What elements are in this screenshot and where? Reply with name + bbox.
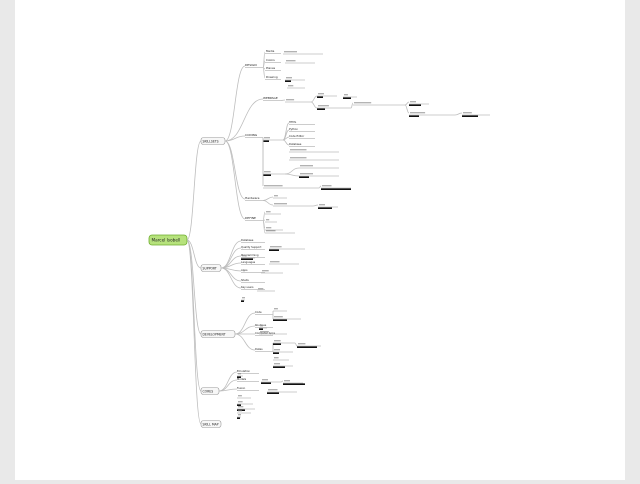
connector — [312, 204, 319, 207]
connector — [262, 220, 266, 234]
leaf-label: Shells — [241, 278, 249, 282]
connector — [234, 325, 256, 335]
branch-node-label: SUPPORT — [203, 266, 217, 270]
connector — [310, 101, 318, 109]
subtopic-label: CODING — [245, 133, 258, 137]
connector — [350, 102, 354, 109]
connector — [186, 239, 202, 392]
branch-node[interactable] — [200, 420, 222, 428]
connector — [280, 99, 286, 101]
leaf-label: Key users — [241, 285, 254, 289]
connector — [454, 112, 463, 116]
leaf-label: Media — [266, 49, 275, 53]
connector — [186, 140, 202, 241]
leaf-label: Python — [289, 127, 298, 131]
leaf-label: Fusion — [237, 386, 246, 390]
leaf-label: Code Editor — [289, 134, 305, 138]
subtopic-label: DESIGN — [245, 63, 257, 67]
leaf-label: Dates — [255, 347, 263, 351]
leaf-label: Routines — [255, 323, 267, 327]
connector — [220, 267, 242, 289]
connector — [262, 196, 274, 201]
subtopic-label: Hardware — [245, 196, 260, 200]
branch-node-label: DEVELOPMENT — [203, 332, 226, 336]
leaf-label: Computer Apps — [255, 331, 276, 335]
leaf-label: Languages — [241, 260, 256, 264]
connector — [186, 239, 202, 335]
connector — [220, 247, 242, 269]
leaf-label: Colors — [266, 58, 275, 62]
leaf-label: Quality Support — [241, 245, 261, 249]
connector — [234, 333, 256, 351]
connector — [282, 139, 290, 146]
connector — [218, 371, 238, 392]
subtopic-label: WEBPAGE — [263, 96, 278, 100]
branch-node-label: SKILL MAP — [203, 422, 219, 426]
leaf-label: Programming — [241, 253, 259, 257]
leaf-label: Database — [289, 142, 302, 146]
connector — [234, 312, 256, 335]
connector — [224, 140, 246, 200]
leaf-label: Apps — [241, 268, 248, 272]
leaf-label: HTML — [289, 120, 297, 124]
connector — [224, 140, 246, 220]
connector — [294, 342, 298, 347]
connector — [262, 200, 274, 206]
leaf-label: Emulation — [237, 369, 250, 373]
leaf-label: Models — [237, 377, 247, 381]
connector — [224, 98, 264, 142]
leaf-label: Drawing — [266, 75, 278, 79]
connector — [220, 240, 242, 269]
branch-node-label: CORES — [203, 389, 214, 393]
connector — [318, 185, 322, 189]
connector — [218, 388, 238, 392]
connector — [284, 173, 300, 177]
connector — [280, 380, 284, 383]
connector — [220, 267, 242, 282]
connector — [404, 104, 410, 114]
connector — [284, 167, 300, 175]
mind-map: Marcel Isobell SKILLSETS SUPPORT DEVELOPMEN… — [148, 49, 490, 428]
connector — [186, 239, 202, 269]
leaf-label: Code — [255, 310, 262, 314]
leaf-label: Planes — [266, 66, 276, 70]
connector — [224, 65, 246, 142]
subtopic-label: DEFINE — [245, 216, 256, 220]
mind-map-canvas: Marcel Isobell SKILLSETS SUPPORT DEVELOPMEN… — [15, 0, 625, 480]
connector — [404, 101, 410, 106]
leaf-label: Database — [241, 238, 254, 242]
connector — [186, 239, 202, 425]
connector — [310, 95, 318, 103]
connector — [262, 211, 266, 221]
connector — [224, 135, 246, 142]
connector — [262, 67, 266, 79]
branch-node-label: SKILLSETS — [203, 139, 219, 143]
root-node-label: Marcel Isobell — [152, 238, 181, 243]
